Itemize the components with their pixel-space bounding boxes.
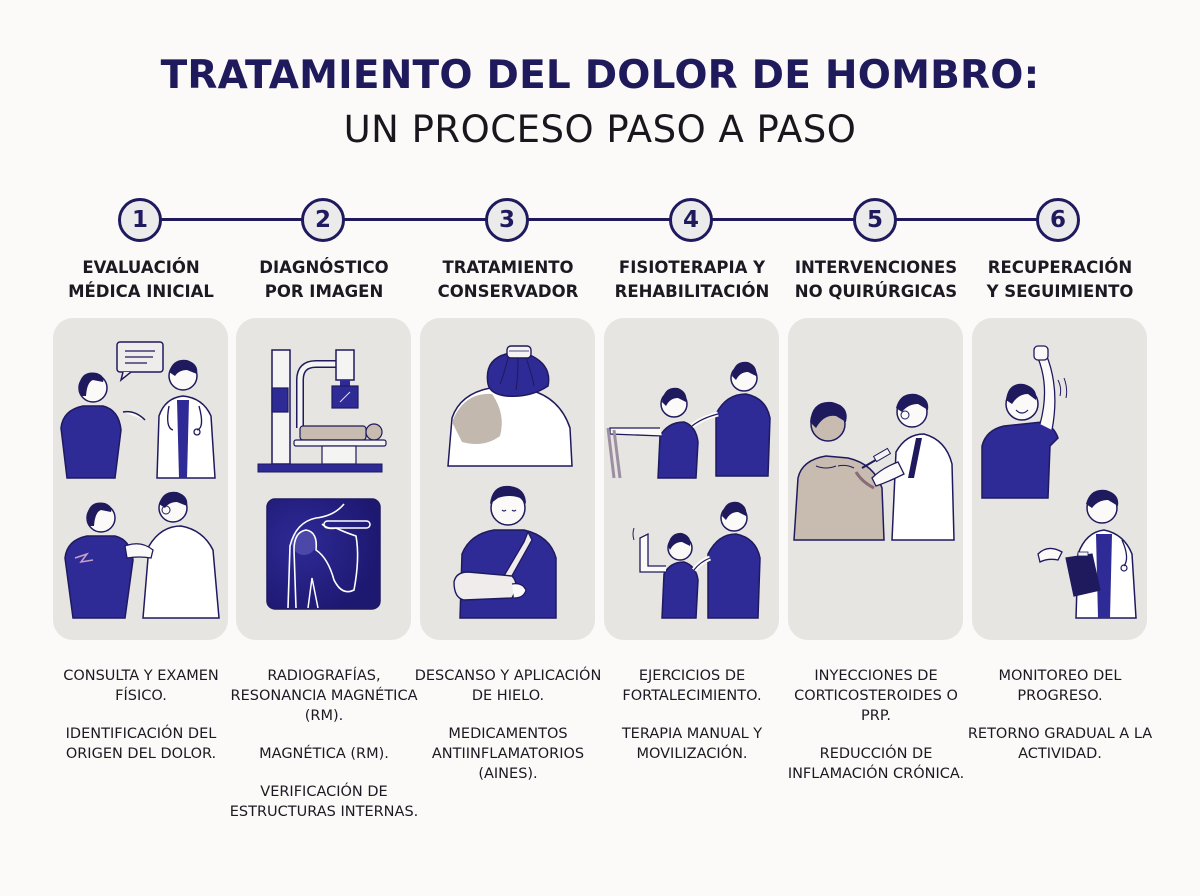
step-title-line: MÉDICA INICIAL bbox=[68, 282, 214, 301]
description-line: DESCANSO Y APLICACIÓN DE HIELO. bbox=[414, 668, 602, 704]
step-3: TRATAMIENTO CONSERVADOR bbox=[415, 256, 602, 782]
step-description: MONITOREO DEL PROGRESO. RETORNO GRADUAL … bbox=[964, 666, 1156, 782]
step-description: DESCANSO Y APLICACIÓN DE HIELO. MEDICAME… bbox=[412, 666, 604, 802]
step-title-line: REHABILITACIÓN bbox=[614, 282, 770, 301]
title-block: TRATAMIENTO DEL DOLOR DE HOMBRO: UN PROC… bbox=[0, 52, 1200, 154]
description-line: INYECCIONES DE CORTICOSTEROIDES O PRP. bbox=[794, 668, 958, 724]
step-title-line: RECUPERACIÓN bbox=[987, 258, 1133, 277]
description-line: MAGNÉTICA (RM). bbox=[259, 746, 389, 762]
illustration-card bbox=[788, 318, 963, 640]
conservative-treatment-illustration-icon bbox=[447, 345, 573, 619]
description-line: RETORNO GRADUAL A LA ACTIVIDAD. bbox=[967, 726, 1153, 762]
description-line: REDUCCIÓN DE INFLAMACIÓN CRÓNICA. bbox=[787, 746, 965, 782]
step-number-badge-3: 3 bbox=[485, 198, 529, 242]
step-timeline: 1 2 3 4 5 6 bbox=[0, 196, 1200, 244]
step-title-line: FISIOTERAPIA Y bbox=[618, 258, 766, 277]
description-line: EJERCICIOS DE FORTALECIMIENTO. bbox=[622, 668, 762, 704]
consultation-illustration-icon bbox=[60, 341, 220, 619]
step-title: INTERVENCIONES NO QUIRÚRGICAS bbox=[788, 256, 964, 306]
step-description: EJERCICIOS DE FORTALECIMIENTO. TERAPIA M… bbox=[596, 666, 788, 782]
injection-illustration-icon bbox=[793, 393, 955, 541]
step-4: FISIOTERAPIA Y REHABILITACIÓN bbox=[604, 256, 780, 762]
step-number-badge-5: 5 bbox=[853, 198, 897, 242]
illustration-card bbox=[972, 318, 1147, 640]
step-5: INTERVENCIONES NO QUIRÚRGICAS bbox=[788, 256, 964, 782]
description-line: CONSULTA Y EXAMEN FÍSICO. bbox=[63, 668, 219, 704]
step-description: CONSULTA Y EXAMEN FÍSICO. IDENTIFICACIÓN… bbox=[45, 666, 237, 782]
page-title: TRATAMIENTO DEL DOLOR DE HOMBRO: bbox=[160, 53, 1040, 98]
step-title-line: INTERVENCIONES bbox=[794, 258, 958, 277]
physiotherapy-illustration-icon bbox=[606, 361, 771, 619]
description-line: IDENTIFICACIÓN DEL ORIGEN DEL DOLOR. bbox=[65, 726, 217, 762]
step-title-line: CONSERVADOR bbox=[437, 282, 579, 301]
step-number-badge-4: 4 bbox=[669, 198, 713, 242]
step-description: INYECCIONES DE CORTICOSTEROIDES O PRP. R… bbox=[780, 666, 972, 802]
step-title-line: TRATAMIENTO bbox=[442, 258, 574, 277]
description-line: VERIFICACIÓN DE ESTRUCTURAS INTERNAS. bbox=[229, 784, 419, 820]
step-title-line: Y SEGUIMIENTO bbox=[986, 282, 1134, 301]
recovery-illustration-icon bbox=[981, 345, 1137, 619]
timeline-connector-line bbox=[140, 218, 1054, 221]
description-line: RADIOGRAFÍAS, RESONANCIA MAGNÉTICA (RM). bbox=[230, 668, 418, 724]
step-6: RECUPERACIÓN Y SEGUIMIENTO bbox=[968, 256, 1152, 762]
illustration-card bbox=[236, 318, 411, 640]
step-number-badge-2: 2 bbox=[301, 198, 345, 242]
step-title-line: EVALUACIÓN bbox=[82, 258, 200, 277]
step-title: TRATAMIENTO CONSERVADOR bbox=[420, 256, 596, 306]
step-2: DIAGNÓSTICO POR IMAGEN bbox=[230, 256, 419, 820]
step-number-badge-1: 1 bbox=[118, 198, 162, 242]
step-number-badge-6: 6 bbox=[1036, 198, 1080, 242]
step-title: EVALUACIÓN MÉDICA INICIAL bbox=[53, 256, 229, 306]
description-line: MONITOREO DEL PROGRESO. bbox=[998, 668, 1122, 704]
description-line: MEDICAMENTOS ANTIINFLAMATORIOS (AINES). bbox=[431, 726, 585, 782]
step-title: RECUPERACIÓN Y SEGUIMIENTO bbox=[972, 256, 1148, 306]
step-description: RADIOGRAFÍAS, RESONANCIA MAGNÉTICA (RM).… bbox=[228, 666, 420, 840]
step-title-line: DIAGNÓSTICO bbox=[259, 258, 389, 277]
step-title: DIAGNÓSTICO POR IMAGEN bbox=[236, 256, 412, 306]
step-title-line: NO QUIRÚRGICAS bbox=[794, 282, 958, 301]
illustration-card bbox=[53, 318, 228, 640]
illustration-card bbox=[604, 318, 779, 640]
illustration-card bbox=[420, 318, 595, 640]
step-title: FISIOTERAPIA Y REHABILITACIÓN bbox=[604, 256, 780, 306]
step-title-line: POR IMAGEN bbox=[264, 282, 384, 301]
page-subtitle: UN PROCESO PASO A PASO bbox=[343, 108, 857, 151]
imaging-illustration-icon bbox=[257, 349, 387, 610]
description-line: TERAPIA MANUAL Y MOVILIZACIÓN. bbox=[621, 726, 763, 762]
step-1: EVALUACIÓN MÉDICA INICIAL bbox=[53, 256, 229, 762]
